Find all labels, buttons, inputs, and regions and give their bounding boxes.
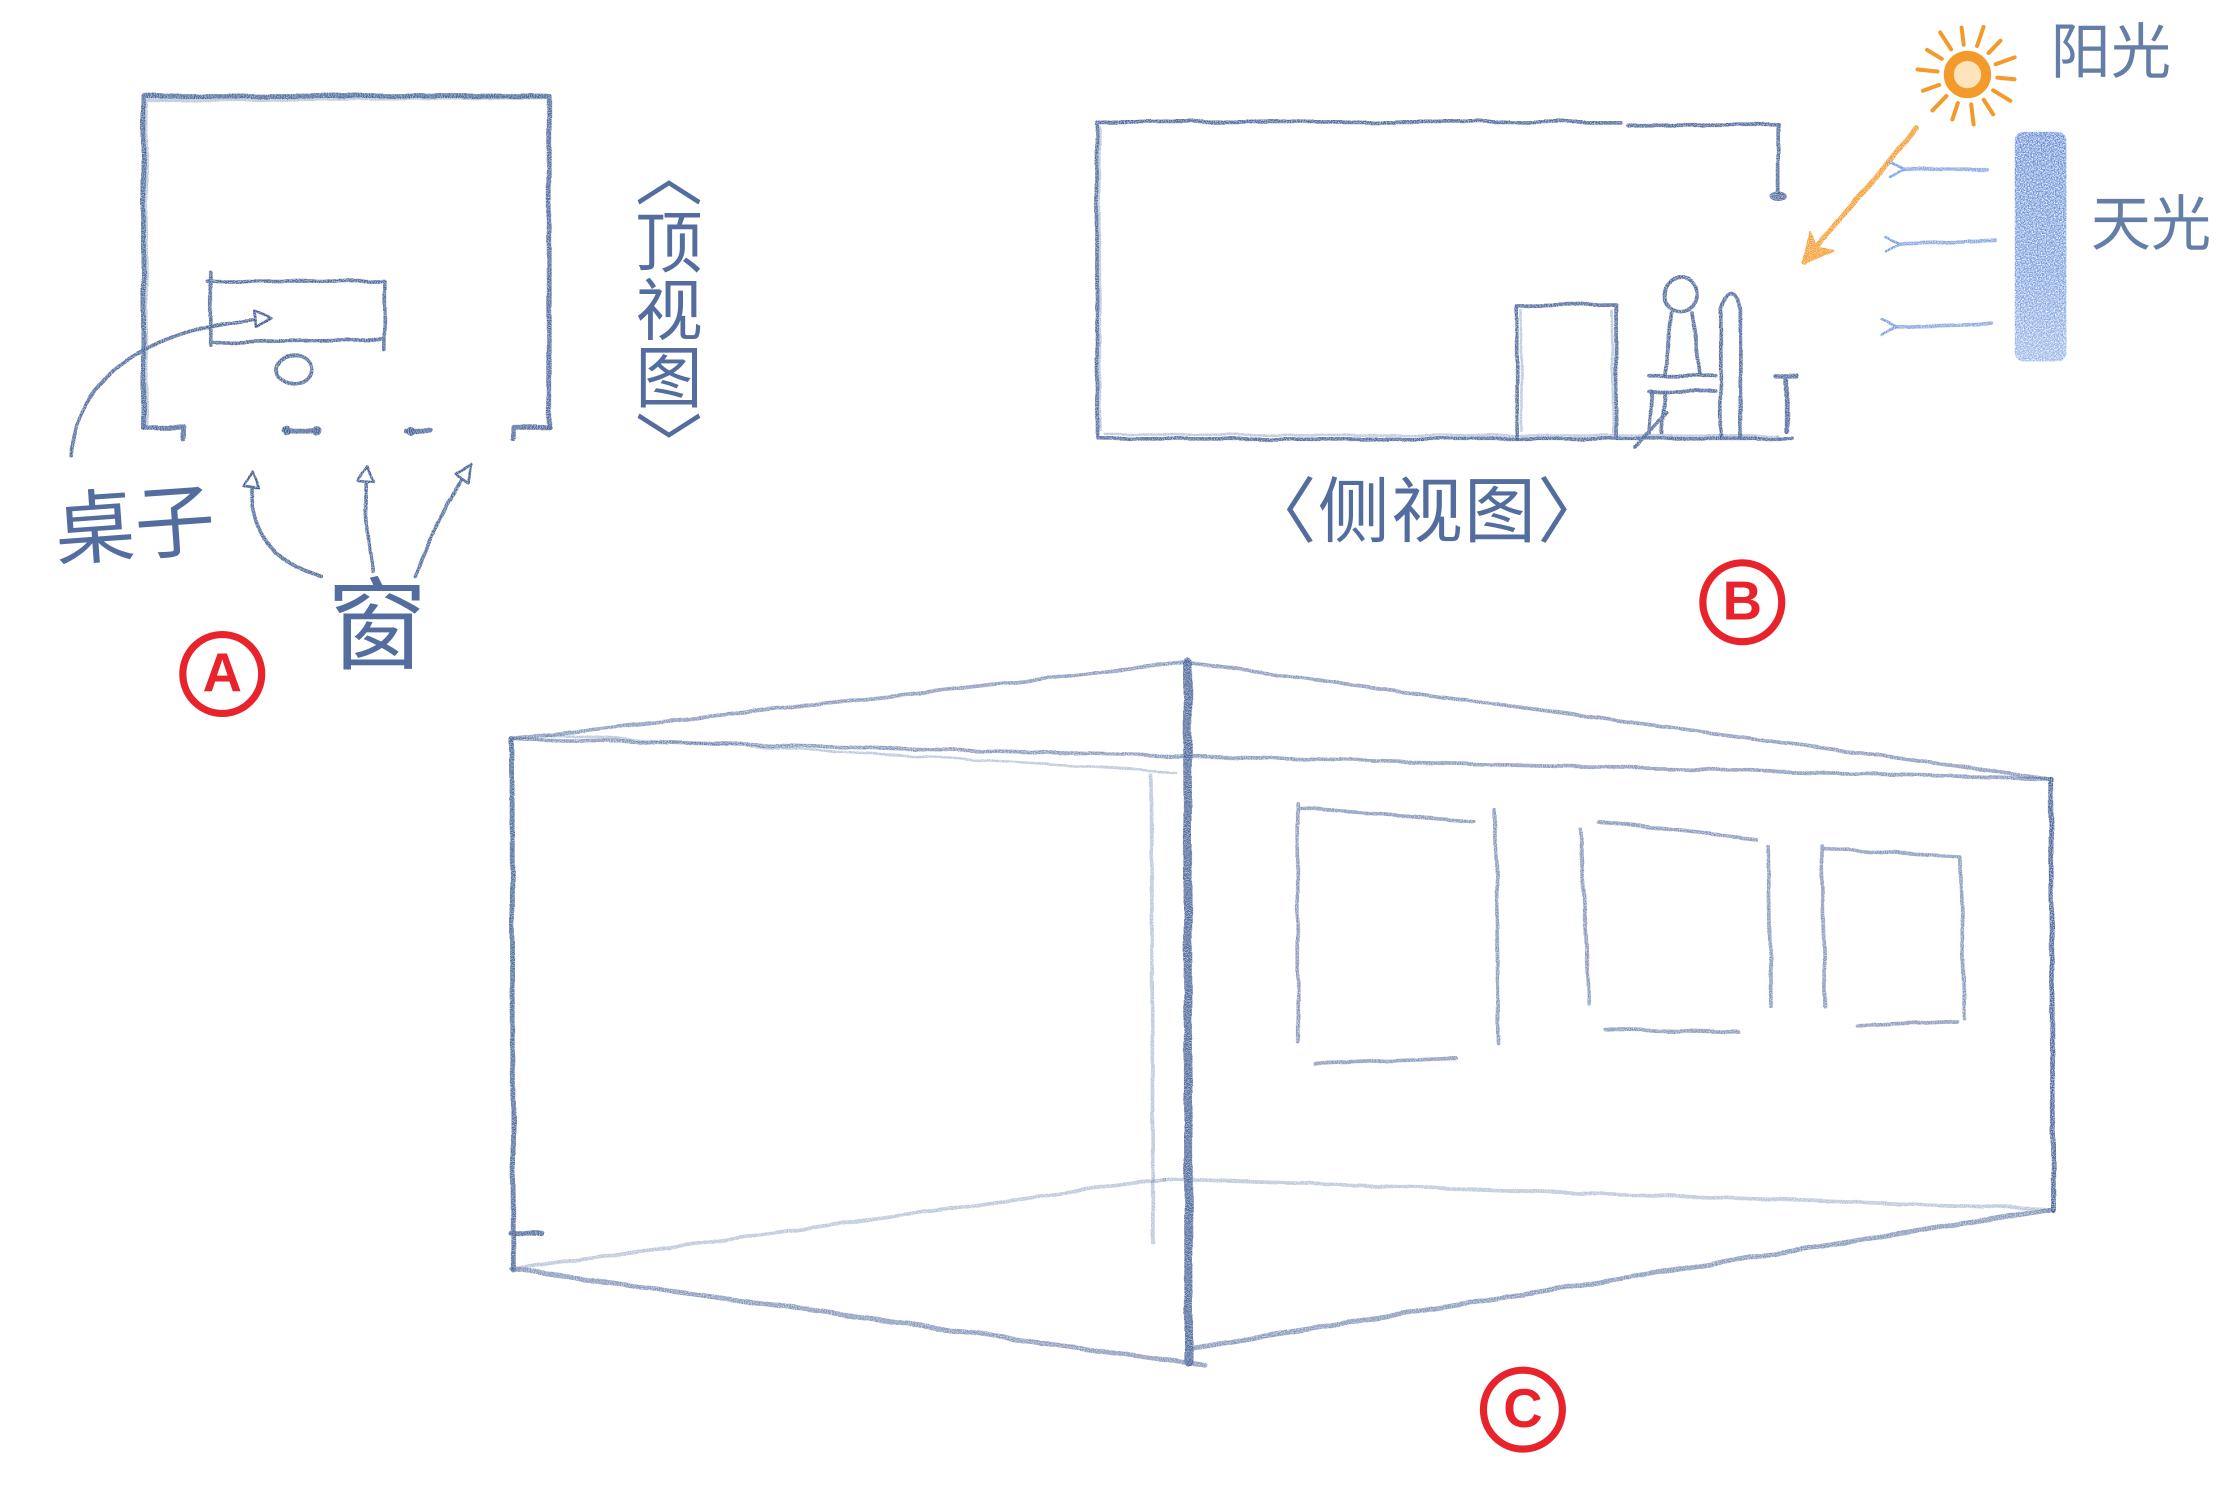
top-view-title: 〈顶视图〉 [622,140,702,478]
box-back-vertical [1149,772,1155,1244]
person-head [1661,274,1700,314]
box-top-right-edge [1185,660,2053,781]
sun-ray [1969,102,1976,127]
sun-ray [1959,25,1966,47]
wall-window-1 [1295,801,1501,1066]
sunlight-arrow [1801,126,1919,266]
perspective-diagram [508,658,2056,1368]
box-back-top-edge-sketch [543,732,1178,773]
top-view-diagram [69,93,552,579]
wall-segment-right [510,424,552,442]
box-bottom-right-edge [1187,1206,2056,1351]
window-pointer-arrow-1 [241,470,324,579]
desk-side-sketch [1520,308,1615,435]
skylight-label: 天光 [2090,189,2212,260]
sun-icon [1915,24,2017,127]
overhang-end [1769,191,1787,202]
person-thigh [1647,373,1717,394]
chair-circle [274,353,314,387]
side-view-diagram [1095,120,1997,450]
side-view-walls [1095,120,1795,441]
window-frame-dot [405,425,415,435]
sun-ray [1981,97,1996,117]
sun-ray [1938,30,1954,52]
box-left-vertical [509,736,516,1273]
box-floor-back-left [510,1176,1167,1271]
person-torso [1663,310,1703,378]
window-pointer-arrow-2 [356,464,376,573]
sun-ray [1920,82,1942,93]
skylight-arrow-2 [1884,235,1997,253]
wall-window-2 [1578,819,1773,1035]
window-pointer-arrow-3 [413,463,473,579]
box-floor-back-right [1162,1176,2053,1211]
sun-ray [1930,94,1949,113]
sunlight-label: 阳光 [2050,17,2172,88]
window-label: 窗 [326,567,428,686]
sun-core [1948,55,1987,94]
sun-ray [1991,88,2013,103]
seated-person-icon [1632,274,1717,450]
side-view-walls-sketch [1098,124,1780,438]
side-view-title: 〈侧视图〉 [1244,470,1611,554]
window-frame-dot [282,425,292,435]
box-front-vertical [1183,658,1194,1367]
sun-ray [1993,55,2017,67]
chair-back [1718,292,1743,441]
sun-ray [1995,75,2017,82]
sun-ray [1986,38,2003,56]
sun-ray [1950,101,1960,122]
sun-ray [1975,24,1986,49]
top-view-walls-sketch [144,95,549,427]
sun-rays [1915,24,2017,127]
window-frame-dot [312,425,322,435]
desk-label: 桌子 [51,474,219,580]
desk-side [1515,302,1618,441]
box-right-vertical [2048,776,2056,1213]
wall-segment-left [140,424,186,442]
skylight-arrow-3 [1879,318,1994,336]
ceiling-overhang [1625,122,1781,195]
marker-b: B [1699,559,1786,646]
box-top-left-edge [510,660,1190,741]
desk-rectangle [206,270,387,352]
desk-pointer-arrow [69,309,273,458]
sun-ray [1915,67,1940,74]
person-legs [1632,389,1669,450]
wall-window-3 [1819,844,1967,1028]
sun-ray [1925,47,1944,61]
marker-a: A [179,630,266,717]
sun-ring [1943,50,1992,99]
marker-c: C [1479,1366,1566,1453]
top-view-walls [140,93,552,430]
window-sill-mark [1774,373,1800,435]
box-bottom-left-edge [509,1266,1207,1368]
box-back-top-edge [510,736,2053,781]
skylight-band [2014,131,2067,362]
